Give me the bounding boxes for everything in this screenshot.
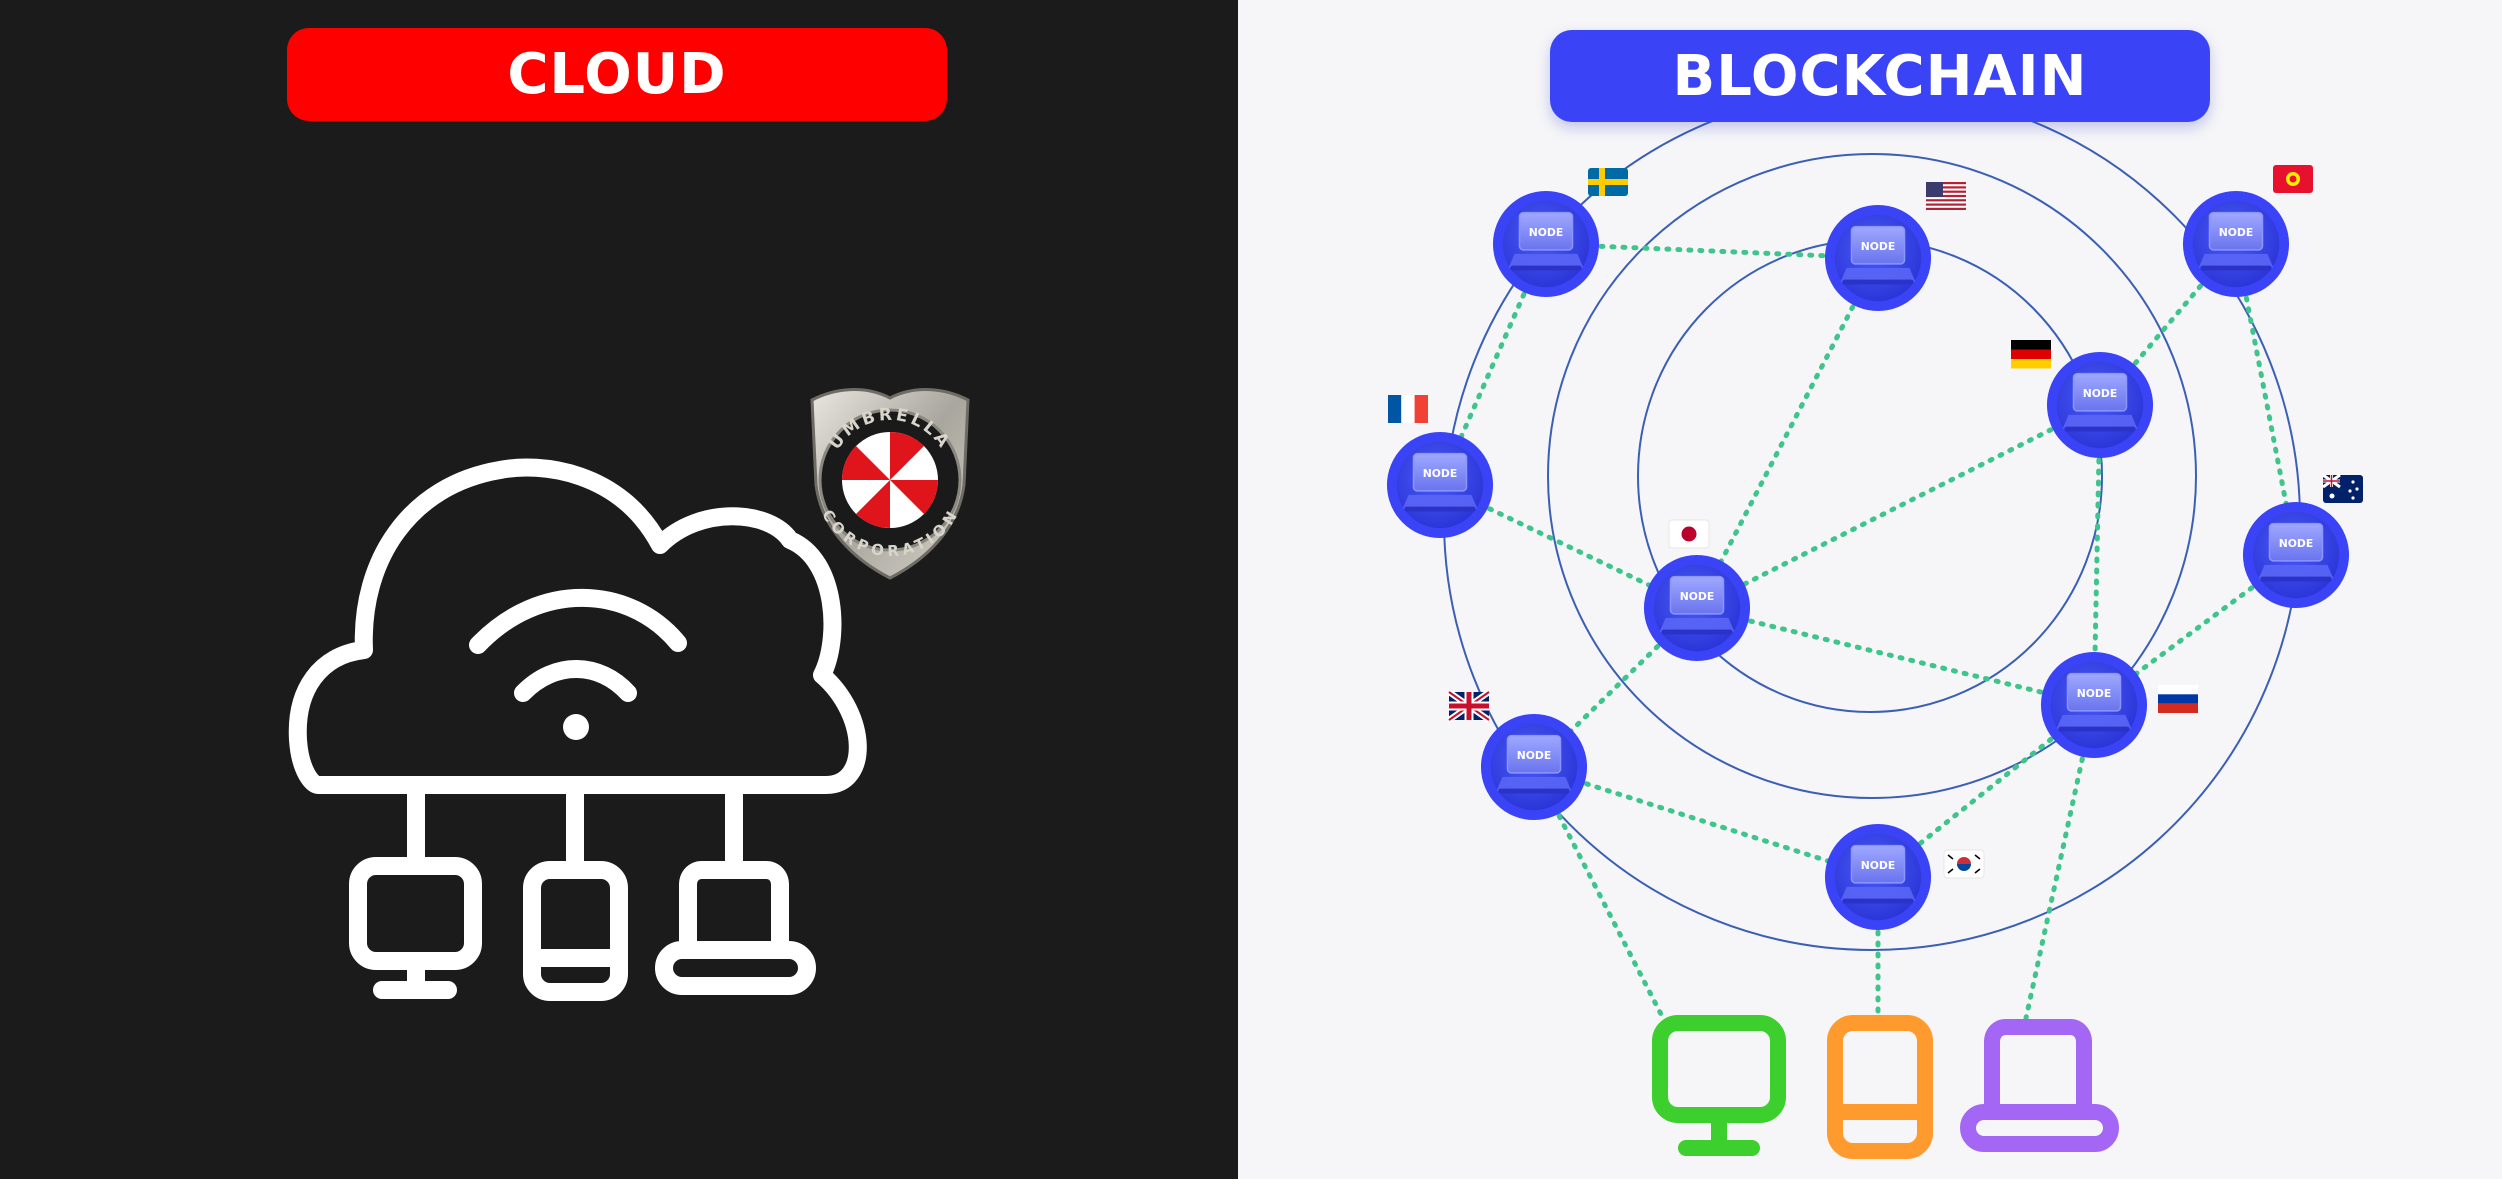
wifi-outer-arc <box>469 588 687 654</box>
kyrgyzstan-flag-icon <box>2273 165 2313 193</box>
germany-flag-icon <box>2011 340 2051 369</box>
node-south-korea <box>1824 823 1932 931</box>
blockchain-nodes <box>1386 190 2350 931</box>
node-uk <box>1480 713 1588 821</box>
cloud-outline <box>288 458 867 794</box>
desktop-monitor-icon <box>1652 1015 1786 1156</box>
country-flags <box>1388 165 2363 879</box>
node-russia <box>2040 651 2148 759</box>
node-germany <box>2046 351 2154 459</box>
phone-icon <box>523 861 628 1001</box>
cloud-title: CLOUD <box>287 28 947 121</box>
middle-ring <box>1547 153 2197 799</box>
node-usa <box>1824 204 1932 312</box>
cloud-network-icon <box>288 458 867 1001</box>
node-australia <box>2242 501 2350 609</box>
desktop-monitor-icon <box>349 857 482 999</box>
blockchain-devices <box>1652 1015 2119 1159</box>
wifi-dot <box>563 714 589 740</box>
uk-flag-icon <box>1447 689 1491 723</box>
node-france <box>1386 431 1494 539</box>
france-flag-icon <box>1388 395 1428 423</box>
node-japan <box>1643 554 1751 662</box>
umbrella-corporation-badge-icon: UMBRELLA CORPORATION <box>810 388 970 580</box>
laptop-icon <box>1960 1019 2119 1152</box>
laptop-icon <box>655 861 816 995</box>
phone-icon <box>1827 1015 1933 1159</box>
usa-flag-icon <box>1926 182 1966 210</box>
south-korea-flag-icon <box>1943 849 1985 879</box>
australia-flag-icon <box>2322 473 2363 503</box>
node-sweden <box>1492 190 1600 298</box>
wifi-inner-arc <box>514 660 637 702</box>
japan-flag-icon <box>1668 519 1710 549</box>
sweden-flag-icon <box>1588 168 1628 196</box>
blockchain-title: BLOCKCHAIN <box>1550 30 2210 122</box>
node-kyrgyzstan <box>2182 190 2290 298</box>
russia-flag-icon <box>2158 685 2198 713</box>
